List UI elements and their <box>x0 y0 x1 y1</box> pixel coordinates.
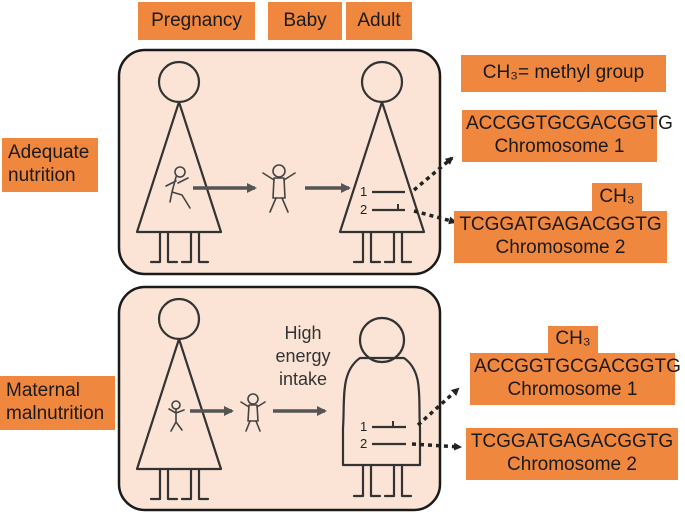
sequence-box-chr1-adequate: ACCGGTGCGACGGTG Chromosome 1 <box>462 110 673 162</box>
dna-sequence: TCGGATGAGACGGTG <box>459 214 662 235</box>
small-baby-figure <box>240 393 266 432</box>
header-baby: Baby <box>268 2 342 40</box>
header-pregnancy: Pregnancy <box>138 2 255 40</box>
chromosome-label: Chromosome 2 <box>495 236 626 258</box>
high-energy-intake-label: High energy intake <box>275 323 331 389</box>
baby-figure <box>262 164 296 213</box>
label-adequate-nutrition: Adequate nutrition <box>2 138 98 192</box>
sequence-box-chr2-adequate: TCGGATGAGACGGTG Chromosome 2 <box>454 211 667 263</box>
dotted-arrow-chr2 <box>411 442 462 451</box>
adult-figure <box>338 60 426 264</box>
marker-1: 1 <box>360 184 368 199</box>
marker-1: 1 <box>360 419 368 434</box>
pregnant-mother-figure <box>135 60 223 264</box>
panel-adequate <box>117 48 442 276</box>
header-adult: Adult <box>346 2 412 40</box>
malnourished-mother-figure <box>135 297 223 501</box>
dotted-arrow-chr1 <box>412 156 454 192</box>
sequence-box-chr2-malnutrition: TCGGATGAGACGGTG Chromosome 2 <box>466 428 678 480</box>
methyl-legend: CH₃= methyl group <box>461 55 666 92</box>
chromosome-label: Chromosome 1 <box>494 135 625 157</box>
chromosome-label: Chromosome 2 <box>507 453 637 475</box>
marker-2: 2 <box>360 202 368 217</box>
dna-sequence: ACCGGTGCGACGGTG <box>474 356 681 377</box>
chromosome-label: Chromosome 1 <box>507 378 638 400</box>
marker-2: 2 <box>360 436 368 451</box>
methyl-mark: CH₃ <box>592 183 642 211</box>
dna-sequence: ACCGGTGCGACGGTG <box>466 113 673 134</box>
dna-sequence: TCGGATGAGACGGTG <box>470 431 674 452</box>
methyl-mark: CH₃ <box>548 326 598 353</box>
small-fetus-figure <box>168 400 185 432</box>
label-maternal-malnutrition: Maternal malnutrition <box>0 376 115 430</box>
fetus-figure <box>165 166 191 209</box>
dotted-arrow-chr2 <box>413 209 457 225</box>
sequence-box-chr1-malnutrition: ACCGGTGCGACGGTG Chromosome 1 <box>470 353 681 405</box>
obese-adult-figure <box>341 316 422 498</box>
dotted-arrow-chr1 <box>416 387 460 427</box>
